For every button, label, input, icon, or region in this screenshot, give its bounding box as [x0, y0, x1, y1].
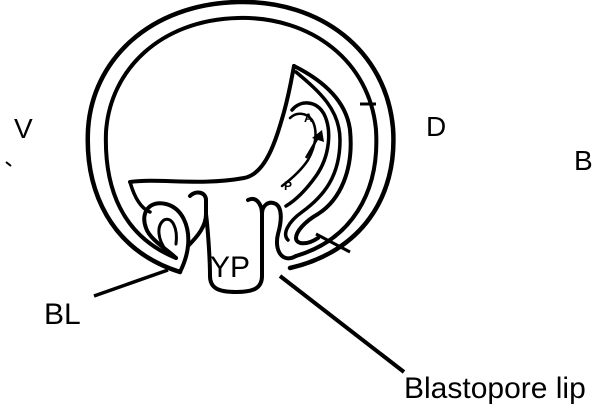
label-posterior: P	[284, 179, 292, 193]
label-bl: BL	[44, 298, 81, 331]
archenteron-inner-1	[286, 72, 340, 240]
archenteron-outer	[294, 66, 351, 243]
stray-tick-mark	[6, 162, 11, 166]
label-blastopore-lip: Blastopore lip	[404, 372, 586, 405]
blastopore-lip-leader-line	[280, 276, 404, 372]
bl-leader-line	[94, 270, 168, 296]
label-anterior: A	[304, 111, 313, 125]
label-panel: B	[574, 145, 593, 176]
label-yolk-plug: YP	[210, 251, 250, 284]
inner-ectoderm-contour	[106, 18, 377, 258]
label-dorsal: D	[426, 111, 446, 142]
ventral-lip-inner	[159, 219, 176, 250]
dorsal-lip-fold	[262, 203, 296, 259]
label-ventral: V	[14, 113, 33, 144]
blastocoel-floor	[130, 66, 294, 182]
